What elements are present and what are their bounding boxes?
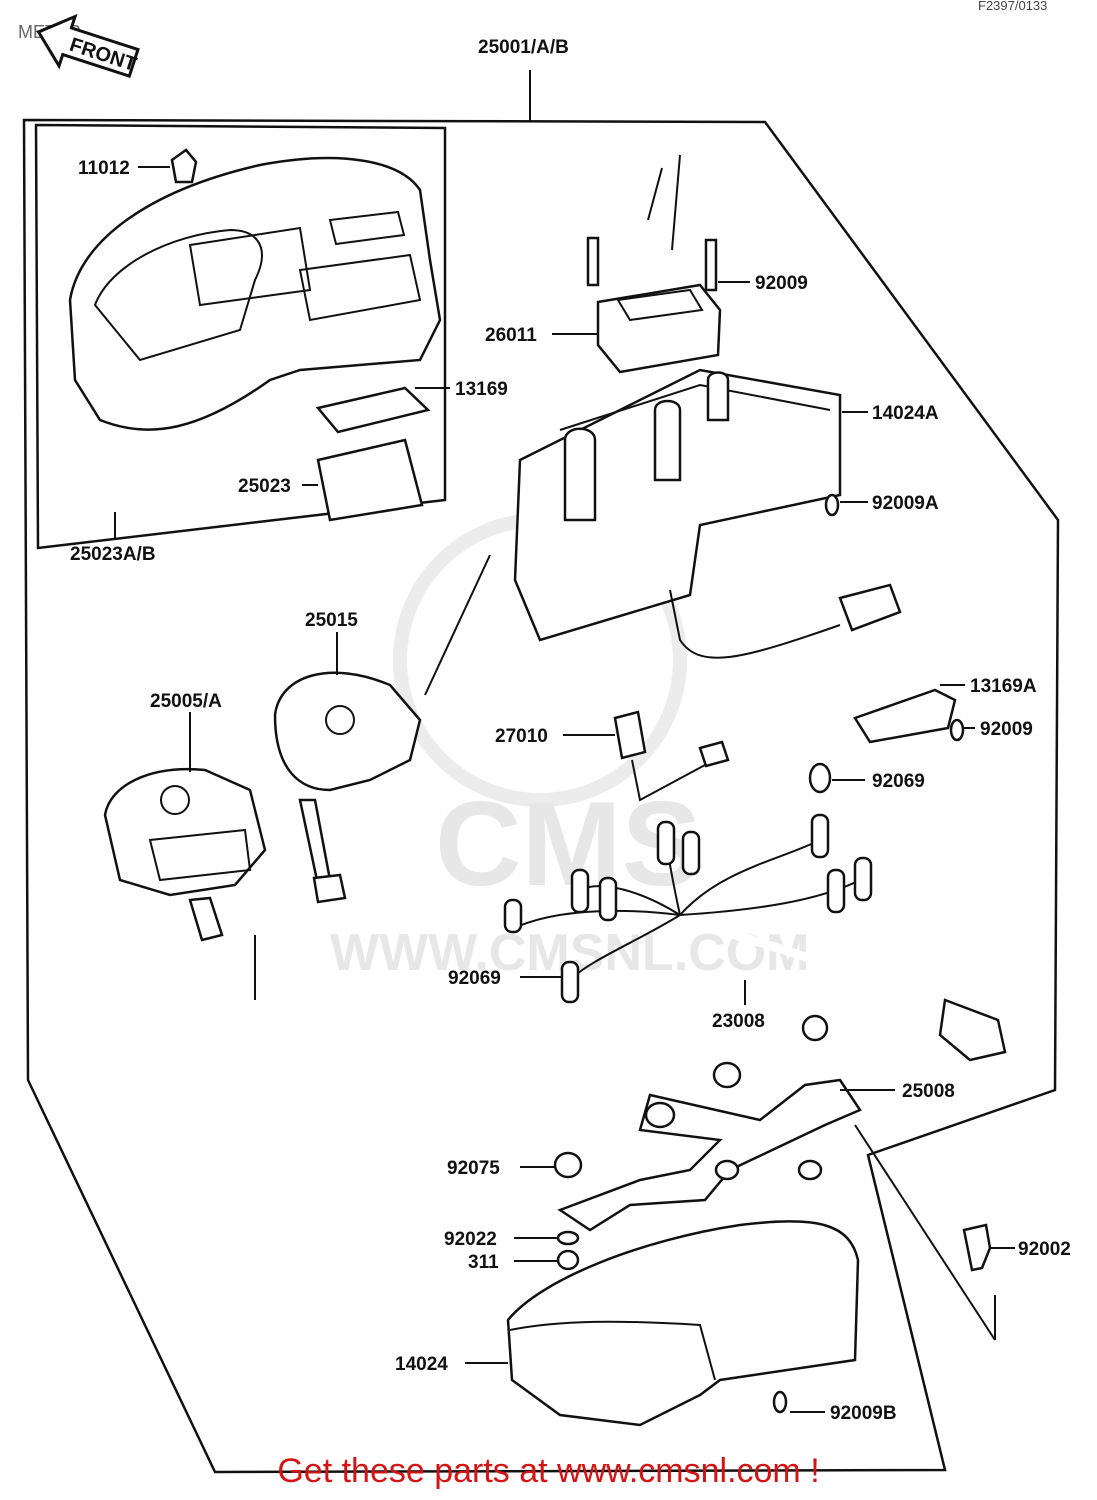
screw-92002 [962,1223,992,1272]
screw-92009B [772,1390,788,1414]
meter-housing [68,156,442,431]
label-25023ab: 25023A/B [70,544,156,565]
meter-case-14024A [513,368,842,642]
label-23008: 23008 [712,1011,765,1032]
label-92069-left: 92069 [448,968,501,989]
lower-cover-14024 [506,1220,860,1427]
lamp-unit-25023 [316,438,424,522]
label-25005: 25005/A [150,691,222,712]
bracket-25008 [557,1014,862,1232]
label-92069-right: 92069 [872,771,925,792]
leader-lines [114,166,1015,1413]
label-92009-top: 92009 [755,273,808,294]
gauge-25005 [103,768,267,942]
connector-14024A [838,583,902,632]
inner-frame [34,123,447,550]
label-14024A: 14024A [872,403,939,424]
switch-27010 [613,710,730,802]
label-92009-mid: 92009 [980,719,1033,740]
front-arrow-icon: FRONT [36,13,140,79]
footer-link[interactable]: Get these parts at www.cmsnl.com ! [277,1452,820,1490]
label-27010: 27010 [495,726,548,747]
guide-line [647,167,663,221]
regulator-26011 [586,236,722,374]
grommet-92075 [553,1151,583,1179]
label-311: 311 [468,1252,499,1273]
guide-line [854,1124,996,1341]
label-13169: 13169 [455,379,508,400]
label-14024: 14024 [395,1354,448,1375]
screw-92009A [824,493,840,517]
label-25023: 25023 [238,476,291,497]
label-92075: 92075 [447,1158,500,1179]
label-92022: 92022 [444,1229,497,1250]
bulb-socket-11012 [170,148,198,184]
label-25015: 25015 [305,610,358,631]
screw-92009-mid [949,718,965,742]
label-11012: 11012 [78,158,130,179]
lens-13169 [315,386,431,434]
harness-14024A-cable [669,589,841,659]
washer-92022 [556,1230,580,1246]
label-26011: 26011 [485,325,537,346]
wire-harness-23008 [503,813,1007,1062]
guide-line [671,154,681,251]
label-92002: 92002 [1018,1239,1071,1260]
label-25001: 25001/A/B [478,37,569,58]
label-92009A: 92009A [872,493,939,514]
label-25008: 25008 [902,1081,955,1102]
diagram-code: F2397/0133 [978,0,1047,13]
label-13169A: 13169A [970,676,1037,697]
nut-311 [556,1249,580,1271]
guide-line [424,554,491,696]
cover-13169A [853,688,957,744]
gauge-25015 [273,671,422,904]
socket-92069 [808,762,832,794]
label-92009B: 92009B [830,1403,897,1424]
guide-line [867,1154,946,1471]
